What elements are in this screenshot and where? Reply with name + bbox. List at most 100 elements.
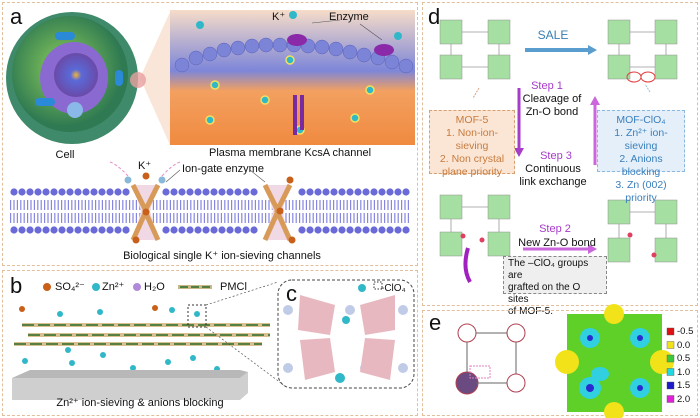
lipid-head xyxy=(338,188,346,196)
membrane-zoom xyxy=(170,10,415,145)
lipid-head xyxy=(42,188,50,196)
lipid-head xyxy=(330,226,338,234)
lipid-head xyxy=(194,226,202,234)
lipid-head xyxy=(346,226,354,234)
legend-h2o: H₂O xyxy=(144,281,165,293)
legend-label: 1.5 xyxy=(677,380,691,391)
lipid-head xyxy=(370,226,378,234)
lipid-head xyxy=(242,226,250,234)
lipid-head xyxy=(234,188,242,196)
lipid-head xyxy=(386,188,394,196)
lipid-head xyxy=(82,188,90,196)
lipid-head xyxy=(314,226,322,234)
note-line-1: The –ClO₄ groups are xyxy=(508,258,589,281)
lipid-head xyxy=(242,188,250,196)
lipid-head xyxy=(26,226,34,234)
mof5-item-3: plane priority xyxy=(441,166,503,178)
sale-label: SALE xyxy=(537,28,569,42)
lipid-head xyxy=(18,188,26,196)
lipid-head xyxy=(66,188,74,196)
lipid-bilayer xyxy=(10,161,410,244)
lipid-head xyxy=(218,226,226,234)
legend-label: -0.5 xyxy=(677,326,694,337)
lipid-head xyxy=(370,188,378,196)
legend-swatch xyxy=(666,341,675,349)
panel-b xyxy=(2,270,418,416)
step2-label: Step 2 xyxy=(539,223,571,235)
ion-gate-enzyme-label: Ion-gate enzyme xyxy=(182,163,264,175)
legend-swatch xyxy=(666,354,675,363)
mof-structures xyxy=(439,19,678,263)
panel-d xyxy=(422,2,698,306)
charge-density-structure xyxy=(455,323,526,395)
lipid-head xyxy=(162,226,170,234)
e-legend-swatches xyxy=(666,327,675,403)
lipid-head xyxy=(58,226,66,234)
lipid-head xyxy=(178,226,186,234)
legend-so4: SO₄²⁻ xyxy=(55,281,85,293)
legend-swatch xyxy=(666,327,675,336)
legend-swatch xyxy=(666,395,675,403)
lipid-head xyxy=(354,226,362,234)
lipid-head xyxy=(106,226,114,234)
lipid-head xyxy=(114,226,122,234)
note-line-3: of MOF-5. xyxy=(508,306,554,317)
lipid-head xyxy=(34,188,42,196)
lipid-head xyxy=(362,188,370,196)
lipid-head xyxy=(58,188,66,196)
mof5-title: MOF-5 xyxy=(455,114,489,126)
legend-label: 2.0 xyxy=(677,393,691,405)
lipid-head xyxy=(250,188,258,196)
mofclo4-item-1: 1. Zn²⁺ ion-sieving xyxy=(614,127,668,152)
mof5-box: MOF-5 1. Non-ion-sieving 2. Non crystal … xyxy=(429,110,515,178)
lipid-head xyxy=(322,226,330,234)
panel-a xyxy=(2,2,418,266)
legend-label: 0.5 xyxy=(677,353,691,364)
lipid-head xyxy=(394,188,402,196)
mof5-item-2: 2. Non crystal xyxy=(439,153,505,165)
panel-a-label: a xyxy=(10,4,23,29)
lipid-head xyxy=(74,188,82,196)
legend-label: 1.0 xyxy=(677,366,691,378)
legend-zn: Zn²⁺ xyxy=(102,281,125,293)
step2-arrow xyxy=(523,244,597,254)
lipid-head xyxy=(50,188,58,196)
mofclo4-item-2: 2. Anions blocking xyxy=(619,153,663,178)
step3-label: Step 3 xyxy=(540,150,572,162)
panel-b-caption: Zn²⁺ ion-sieving & anions blocking xyxy=(56,397,224,409)
lipid-head xyxy=(402,226,410,234)
lipid-head xyxy=(122,226,130,234)
lipid-head xyxy=(394,226,402,234)
lipid-head xyxy=(90,226,98,234)
mofclo4-title: MOF-ClO₄ xyxy=(616,114,666,126)
lipid-head xyxy=(298,188,306,196)
clo4-label: -ClO₄ xyxy=(381,283,406,294)
panel-e-label: e xyxy=(429,310,442,335)
panel-b-label: b xyxy=(10,273,23,298)
lipid-head xyxy=(98,226,106,234)
lipid-head xyxy=(82,226,90,234)
panel-c-inset xyxy=(277,279,415,389)
step1-text-1: Cleavage of xyxy=(522,93,582,105)
legend-swatch xyxy=(666,381,675,390)
lipid-head xyxy=(250,226,258,234)
mofclo4-box: MOF-ClO₄ 1. Zn²⁺ ion-sieving 2. Anions b… xyxy=(597,110,685,204)
mofclo4-item-3: 3. Zn (002) priority xyxy=(615,179,667,204)
lipid-head xyxy=(386,226,394,234)
lipid-head xyxy=(42,226,50,234)
lipid-head xyxy=(34,226,42,234)
lipid-head xyxy=(10,226,18,234)
lipid-head xyxy=(226,188,234,196)
lipid-head xyxy=(322,188,330,196)
lipid-head xyxy=(378,226,386,234)
step1-label: Step 1 xyxy=(531,80,563,92)
lipid-head xyxy=(74,226,82,234)
legend-label: 0.0 xyxy=(677,339,691,351)
esp-contour-map xyxy=(555,304,674,418)
lipid-head xyxy=(298,226,306,234)
step3-text-1: Continuous xyxy=(525,163,581,175)
grafting-note: The –ClO₄ groups are grafted on the O si… xyxy=(503,256,607,317)
lipid-head xyxy=(338,226,346,234)
step3-text-2: link exchange xyxy=(519,176,587,188)
